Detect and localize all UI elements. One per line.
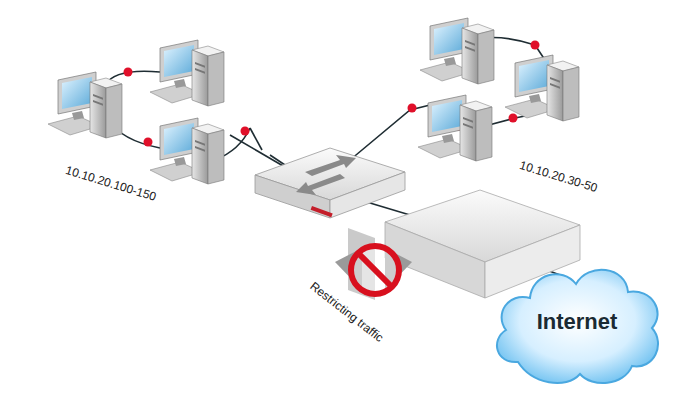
address-label: 10.10.20.30-50: [518, 158, 599, 195]
internet-cloud: Internet: [488, 252, 666, 392]
cloud-label: Internet: [537, 309, 618, 335]
address-label: 10.10.20.100-150: [64, 163, 158, 204]
